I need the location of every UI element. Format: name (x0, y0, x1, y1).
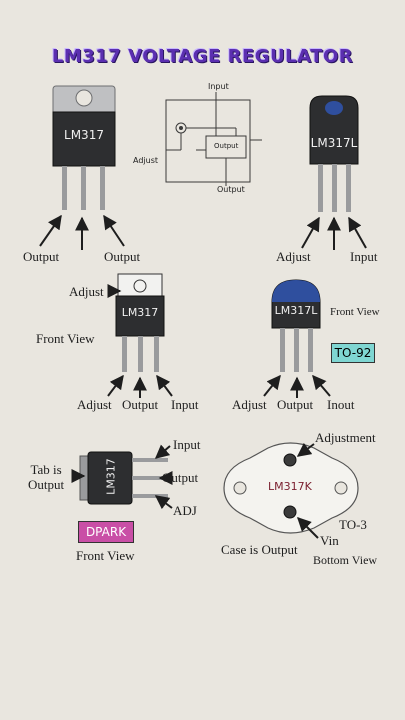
to220-front-pin-2-label: Output (122, 397, 159, 412)
to92-top-part-label: LM317L (310, 136, 358, 150)
schematic-box-label: Output (214, 142, 239, 150)
to3-view-label: Bottom View (313, 553, 378, 567)
to220-front-view-label: Front View (36, 331, 95, 346)
to92-top-pin-right-label: Input (350, 249, 378, 264)
to3-adjustment-label: Adjustment (315, 430, 376, 445)
to3-package-label: TO-3 (339, 517, 367, 532)
to220-top-pin-right-label: Output (104, 249, 141, 264)
to3-case-label: Case is Output (221, 542, 298, 557)
to220-front-pin-1-label: Adjust (77, 397, 112, 412)
to92-front-pin-3-label: Inout (327, 397, 355, 412)
to220-front-part-label: LM317 (121, 306, 159, 319)
to92-front-part-label: LM317L (274, 304, 318, 317)
schematic-input-label: Input (208, 82, 229, 91)
to220-top-part-label: LM317 (64, 128, 104, 142)
dpark-pin-adj-label: ADJ (173, 503, 197, 518)
dpark-view-label: Front View (76, 548, 135, 563)
page-title: LM317 VOLTAGE REGULATOR (51, 46, 354, 67)
to220-top-pin-left-label: Output (23, 249, 60, 264)
to92-front-pin-1-label: Adjust (232, 397, 267, 412)
dpark-pin-output-label: Output (162, 470, 199, 485)
to92-package-badge: TO-92 (331, 343, 375, 363)
dpark-package-badge: DPARK (78, 521, 134, 543)
to3-vin-label: Vin (320, 533, 339, 548)
to220-front-adjust-tab-label: Adjust (69, 284, 104, 299)
to3-part-label: LM317K (268, 480, 312, 493)
schematic-output-label: Output (217, 185, 245, 194)
to92-top-pin-left-label: Adjust (276, 249, 311, 264)
dpark-pin-input-label: Input (173, 437, 201, 452)
to92-front-pin-2-label: Output (277, 397, 314, 412)
schematic-adjust-label: Adjust (133, 156, 159, 165)
to220-front-pin-3-label: Input (171, 397, 199, 412)
to92-front-view-label: Front View (330, 306, 380, 318)
dpark-tab-label: Tab is Output (28, 462, 65, 492)
